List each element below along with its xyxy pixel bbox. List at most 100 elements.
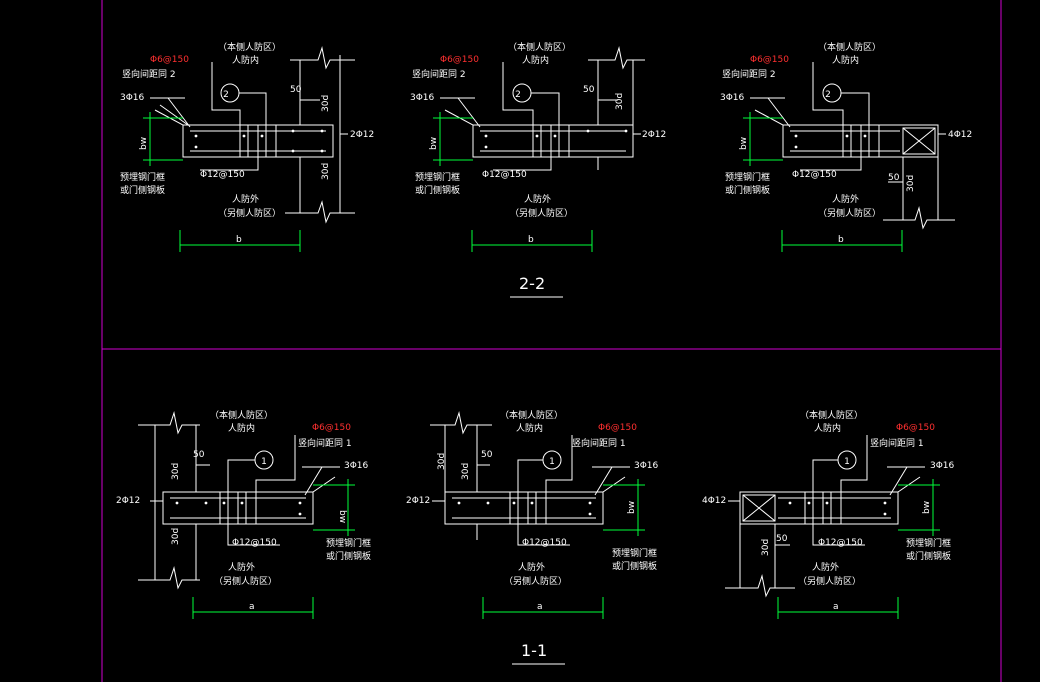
- detail-2-2-right-labels: Φ6@150 竖向间距同 2 3Φ16 （本侧人防区） 人防内 2 4Φ12 b…: [720, 41, 972, 245]
- dim-30d-lower: 30d: [321, 163, 331, 180]
- detail-1-1-middle-labels: （本侧人防区） 人防内 Φ6@150 竖向间距同 1 1 3Φ16 50 30d…: [406, 409, 659, 612]
- dim-30d-lower: 30d: [171, 528, 181, 545]
- label-embed-1: 预埋钢门框: [326, 537, 371, 549]
- label-stirrup: Φ6@150: [150, 55, 189, 65]
- dim-bw: bw: [139, 137, 149, 150]
- detail-1-1-left-labels: （本侧人防区） 人防内 Φ6@150 竖向间距同 1 1 3Φ16 50 30d…: [116, 409, 371, 612]
- label-embed-1: 预埋钢门框: [415, 171, 460, 183]
- label-side-outer: 人防外: [232, 193, 259, 205]
- label-embed-2: 或门侧钢板: [415, 184, 460, 196]
- detail-2-2-left: [143, 46, 355, 252]
- section-title-1-1: 1-1: [512, 641, 565, 665]
- label-side-inner-top: （本侧人防区）: [210, 409, 273, 421]
- label-vertical-spacing: 竖向间距同 1: [298, 437, 352, 449]
- label-embed-1: 预埋钢门框: [906, 537, 951, 549]
- dim-bw: bw: [739, 137, 749, 150]
- label-side-inner: 人防内: [522, 54, 549, 66]
- dim-b: b: [838, 235, 844, 245]
- label-side-inner: 人防内: [232, 54, 259, 66]
- label-side-inner: 人防内: [228, 422, 255, 434]
- label-3phi16: 3Φ16: [120, 93, 145, 103]
- dim-50: 50: [193, 450, 205, 460]
- detail-2-2-left-labels: Φ6@150 竖向间距同 2 3Φ16 （本侧人防区） 人防内 2 50 30d…: [120, 41, 374, 245]
- label-stirrup: Φ6@150: [598, 423, 637, 433]
- dim-30d: 30d: [437, 453, 447, 470]
- label-side-outer-bottom: （另侧人防区）: [818, 207, 881, 219]
- section-label: 1-1: [521, 641, 547, 660]
- label-side-outer: 人防外: [812, 561, 839, 573]
- label-stirrup: Φ6@150: [896, 423, 935, 433]
- label-side-outer-bottom: （另侧人防区）: [504, 575, 567, 587]
- label-embed-2: 或门侧钢板: [612, 560, 657, 572]
- sheet-frame: [101, 0, 1002, 682]
- detail-1-1-middle: [430, 411, 645, 619]
- dim-30d-inner: 30d: [461, 463, 471, 480]
- label-side-inner-top: （本侧人防区）: [508, 41, 571, 53]
- label-2phi12: 2Φ12: [350, 130, 374, 140]
- label-side-inner-top: （本侧人防区）: [500, 409, 563, 421]
- callout-1: 1: [844, 457, 850, 467]
- label-embed-2: 或门侧钢板: [326, 550, 371, 562]
- dim-50: 50: [481, 450, 493, 460]
- label-vertical-spacing: 竖向间距同 2: [412, 68, 466, 80]
- label-vertical-spacing: 竖向间距同 1: [870, 437, 924, 449]
- dim-a: a: [537, 602, 543, 612]
- callout-1: 1: [261, 457, 267, 467]
- label-side-outer: 人防外: [524, 193, 551, 205]
- label-phi12-150: Φ12@150: [792, 170, 837, 180]
- label-side-outer: 人防外: [518, 561, 545, 573]
- label-vertical-spacing: 竖向间距同 2: [122, 68, 176, 80]
- label-side-outer-bottom: （另侧人防区）: [218, 207, 281, 219]
- dim-30d: 30d: [906, 175, 916, 192]
- callout-2: 2: [515, 90, 521, 100]
- dim-30d: 30d: [321, 95, 331, 112]
- dim-bw: bw: [337, 510, 347, 523]
- dim-bw: bw: [627, 501, 637, 514]
- detail-2-2-middle: [433, 46, 645, 252]
- label-phi12-150: Φ12@150: [200, 170, 245, 180]
- dim-bw: bw: [429, 137, 439, 150]
- section-label: 2-2: [519, 274, 545, 293]
- callout-2: 2: [223, 90, 229, 100]
- label-side-inner-top: （本侧人防区）: [218, 41, 281, 53]
- detail-2-2-middle-labels: Φ6@150 竖向间距同 2 3Φ16 （本侧人防区） 人防内 2 50 30d…: [410, 41, 666, 245]
- label-embed-1: 预埋钢门框: [725, 171, 770, 183]
- label-side-inner: 人防内: [516, 422, 543, 434]
- callout-2: 2: [825, 90, 831, 100]
- label-embed-1: 预埋钢门框: [612, 547, 657, 559]
- section-title-2-2: 2-2: [510, 274, 563, 298]
- label-2phi12: 2Φ12: [406, 496, 430, 506]
- dim-30d: 30d: [615, 93, 625, 110]
- dim-50: 50: [583, 85, 595, 95]
- label-side-inner-top: （本侧人防区）: [800, 409, 863, 421]
- label-phi12-150: Φ12@150: [522, 538, 567, 548]
- label-3phi16: 3Φ16: [930, 461, 955, 471]
- label-embed-2: 或门侧钢板: [120, 184, 165, 196]
- label-embed-1: 预埋钢门框: [120, 171, 165, 183]
- label-side-outer: 人防外: [228, 561, 255, 573]
- dim-a: a: [249, 602, 255, 612]
- dim-50: 50: [776, 534, 788, 544]
- label-phi12-150: Φ12@150: [482, 170, 527, 180]
- dim-b: b: [236, 235, 242, 245]
- label-side-outer: 人防外: [832, 193, 859, 205]
- dim-30d: 30d: [171, 463, 181, 480]
- detail-1-1-right: [725, 435, 940, 619]
- label-side-outer-bottom: （另侧人防区）: [798, 575, 861, 587]
- callout-1: 1: [549, 457, 555, 467]
- label-2phi12: 2Φ12: [642, 130, 666, 140]
- dim-50: 50: [290, 85, 302, 95]
- label-side-inner: 人防内: [814, 422, 841, 434]
- detail-2-2-right: [743, 62, 955, 252]
- label-3phi16: 3Φ16: [410, 93, 435, 103]
- detail-1-1-left: [138, 411, 355, 619]
- label-embed-2: 或门侧钢板: [725, 184, 770, 196]
- label-3phi16: 3Φ16: [634, 461, 659, 471]
- dim-50: 50: [888, 173, 900, 183]
- dim-b: b: [528, 235, 534, 245]
- label-side-outer-bottom: （另侧人防区）: [214, 575, 277, 587]
- label-phi12-150: Φ12@150: [818, 538, 863, 548]
- label-embed-2: 或门侧钢板: [906, 550, 951, 562]
- dim-bw: bw: [922, 501, 932, 514]
